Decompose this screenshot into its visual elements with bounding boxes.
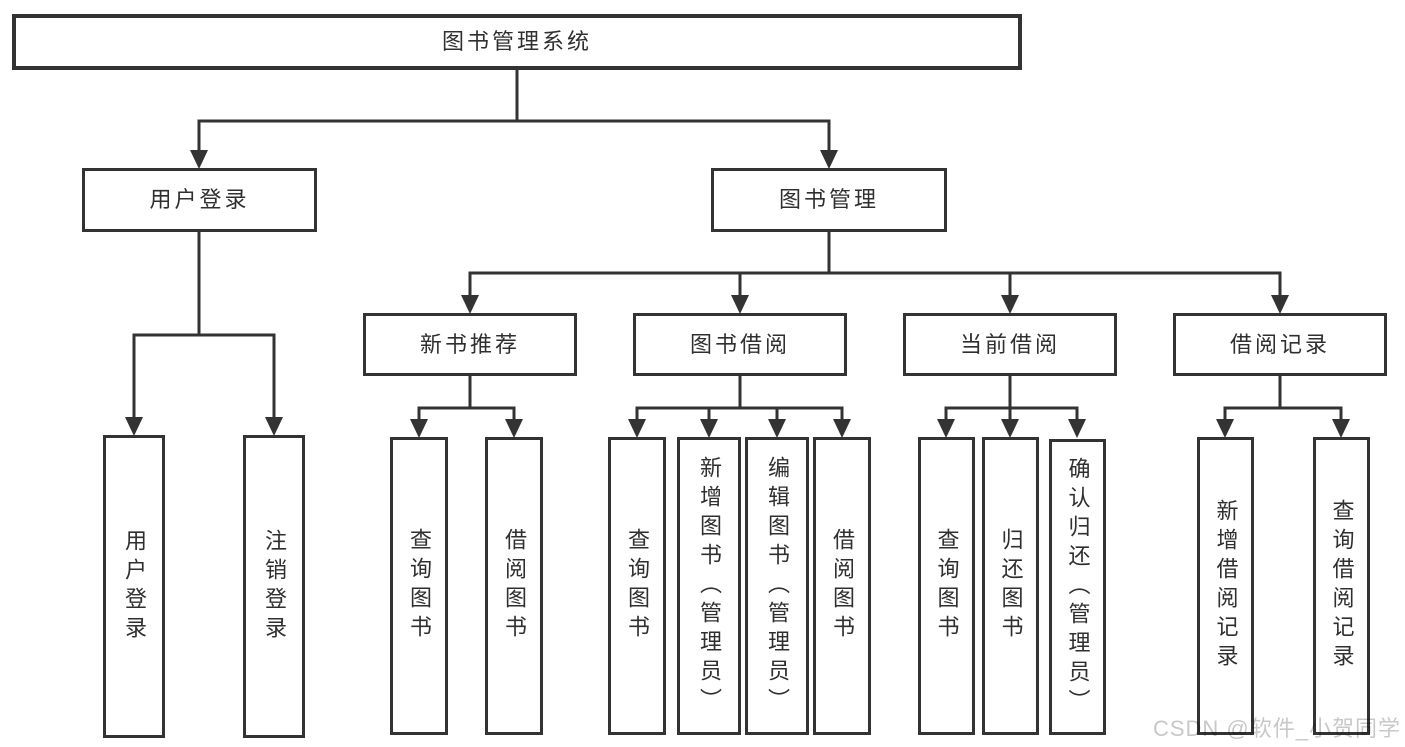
leaf-current-confirm-return-admin: 确认归还（管理员） [1049,439,1106,735]
leaf-user-login: 用户登录 [103,435,165,738]
connector-recommend-fan [417,376,516,420]
arrowhead [820,150,838,169]
connector-records-fan [1223,376,1343,420]
leaf-borrow-add-books-admin: 新增图书（管理员） [677,437,741,735]
node-book-borrow: 图书借阅 [633,313,847,376]
node-new-book-recommend: 新书推荐 [363,313,577,376]
node-book-management: 图书管理 [711,168,947,232]
leaf-borrow-borrow-books: 借阅图书 [813,437,871,735]
node-system-root: 图书管理系统 [12,14,1022,70]
arrowhead [461,295,479,314]
arrowhead [833,419,851,438]
arrowhead [190,150,208,169]
arrowhead [937,419,955,438]
connector-user-login-fan [132,232,276,418]
leaf-recommend-borrow-books: 借阅图书 [485,437,543,735]
leaf-records-add-record: 新增借阅记录 [1197,437,1254,735]
arrowhead [1216,419,1234,438]
arrowhead [1001,295,1019,314]
arrowhead [628,419,646,438]
leaf-current-query-books: 查询图书 [918,437,975,735]
arrowhead [768,419,786,438]
arrowhead [125,417,143,436]
arrowhead [1271,295,1289,314]
leaf-recommend-query-books: 查询图书 [390,437,448,735]
connector-current-fan [944,376,1079,420]
connector-root-fan [197,70,831,152]
arrowhead [410,419,428,438]
arrowhead [1068,419,1086,438]
arrowhead [265,417,283,436]
arrowhead [731,295,749,314]
leaf-borrow-edit-books-admin: 编辑图书（管理员） [745,437,809,735]
leaf-records-query-record: 查询借阅记录 [1313,437,1370,735]
connector-borrow-fan [635,376,844,420]
arrowhead [700,419,718,438]
node-user-login: 用户登录 [82,168,317,232]
leaf-current-return-books: 归还图书 [982,437,1039,735]
csdn-watermark: CSDN @软件_小贺同学 [1152,716,1401,741]
leaf-logout: 注销登录 [243,435,305,738]
node-borrow-records: 借阅记录 [1173,313,1387,376]
arrowhead [1332,419,1350,438]
arrowhead [505,419,523,438]
arrowhead [1001,419,1019,438]
leaf-borrow-query-books: 查询图书 [608,437,666,735]
connector-book-mgmt-fan [468,232,1282,296]
node-current-borrow: 当前借阅 [903,313,1117,376]
